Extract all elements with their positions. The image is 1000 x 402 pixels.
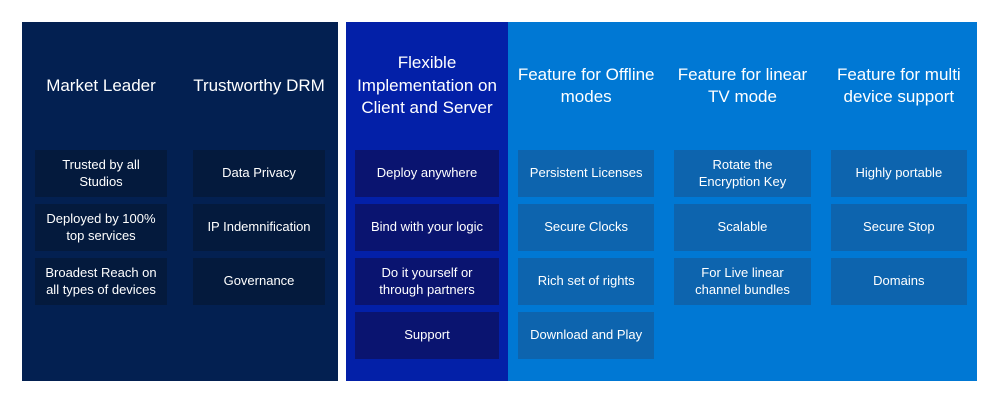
card-rotate-the-encryption-key[interactable]: Rotate the Encryption Key bbox=[674, 150, 811, 197]
card-scalable[interactable]: Scalable bbox=[674, 204, 811, 251]
card-domains[interactable]: Domains bbox=[830, 258, 967, 305]
card-list-flexible-implementation: Deploy anywhere Bind with your logic Do … bbox=[346, 150, 508, 359]
card-secure-clocks[interactable]: Secure Clocks bbox=[518, 204, 655, 251]
column-title-feature-multi-device-support: Feature for multi device support bbox=[836, 64, 961, 106]
card-do-it-yourself-or-through-partners[interactable]: Do it yourself or through partners bbox=[355, 258, 499, 305]
column-title-trustworthy-drm: Trustworthy DRM bbox=[193, 75, 325, 95]
card-broadest-reach[interactable]: Broadest Reach on all types of devices bbox=[35, 258, 167, 305]
card-for-live-linear-channel-bundles[interactable]: For Live linear channel bundles bbox=[674, 258, 811, 305]
panel-features: Feature for Offline modes Persistent Lic… bbox=[508, 22, 977, 381]
column-flexible-implementation: Flexible Implementation on Client and Se… bbox=[346, 22, 508, 381]
panel-flexible-implementation: Flexible Implementation on Client and Se… bbox=[346, 22, 508, 381]
card-persistent-licenses[interactable]: Persistent Licenses bbox=[518, 150, 655, 197]
column-feature-offline-modes: Feature for Offline modes Persistent Lic… bbox=[508, 22, 664, 381]
card-ip-indemnification[interactable]: IP Indemnification bbox=[193, 204, 325, 251]
panel-market-leadership: Market Leader Trusted by all Studios Dep… bbox=[22, 22, 338, 381]
column-feature-multi-device-support: Feature for multi device support Highly … bbox=[821, 22, 977, 381]
card-list-market-leader: Trusted by all Studios Deployed by 100% … bbox=[22, 150, 180, 305]
column-title-feature-offline-modes: Feature for Offline modes bbox=[517, 64, 655, 106]
card-deploy-anywhere[interactable]: Deploy anywhere bbox=[355, 150, 499, 197]
column-title-feature-linear-tv-mode: Feature for linear TV mode bbox=[677, 64, 808, 106]
card-support[interactable]: Support bbox=[355, 312, 499, 359]
card-highly-portable[interactable]: Highly portable bbox=[830, 150, 967, 197]
card-list-trustworthy-drm: Data Privacy IP Indemnification Governan… bbox=[180, 150, 338, 305]
card-deployed-by-top-services[interactable]: Deployed by 100% top services bbox=[35, 204, 167, 251]
column-title-market-leader: Market Leader bbox=[46, 75, 156, 95]
card-data-privacy[interactable]: Data Privacy bbox=[193, 150, 325, 197]
card-bind-with-your-logic[interactable]: Bind with your logic bbox=[355, 204, 499, 251]
card-list-feature-multi-device-support: Highly portable Secure Stop Domains bbox=[821, 150, 977, 305]
column-trustworthy-drm: Trustworthy DRM Data Privacy IP Indemnif… bbox=[180, 22, 338, 381]
column-market-leader: Market Leader Trusted by all Studios Dep… bbox=[22, 22, 180, 381]
card-list-feature-linear-tv-mode: Rotate the Encryption Key Scalable For L… bbox=[664, 150, 820, 305]
card-secure-stop[interactable]: Secure Stop bbox=[830, 204, 967, 251]
card-trusted-by-all-studios[interactable]: Trusted by all Studios bbox=[35, 150, 167, 197]
card-list-feature-offline-modes: Persistent Licenses Secure Clocks Rich s… bbox=[508, 150, 664, 359]
card-download-and-play[interactable]: Download and Play bbox=[518, 312, 655, 359]
card-rich-set-of-rights[interactable]: Rich set of rights bbox=[518, 258, 655, 305]
card-governance[interactable]: Governance bbox=[193, 258, 325, 305]
column-title-flexible-implementation: Flexible Implementation on Client and Se… bbox=[357, 53, 497, 118]
column-feature-linear-tv-mode: Feature for linear TV mode Rotate the En… bbox=[664, 22, 820, 381]
